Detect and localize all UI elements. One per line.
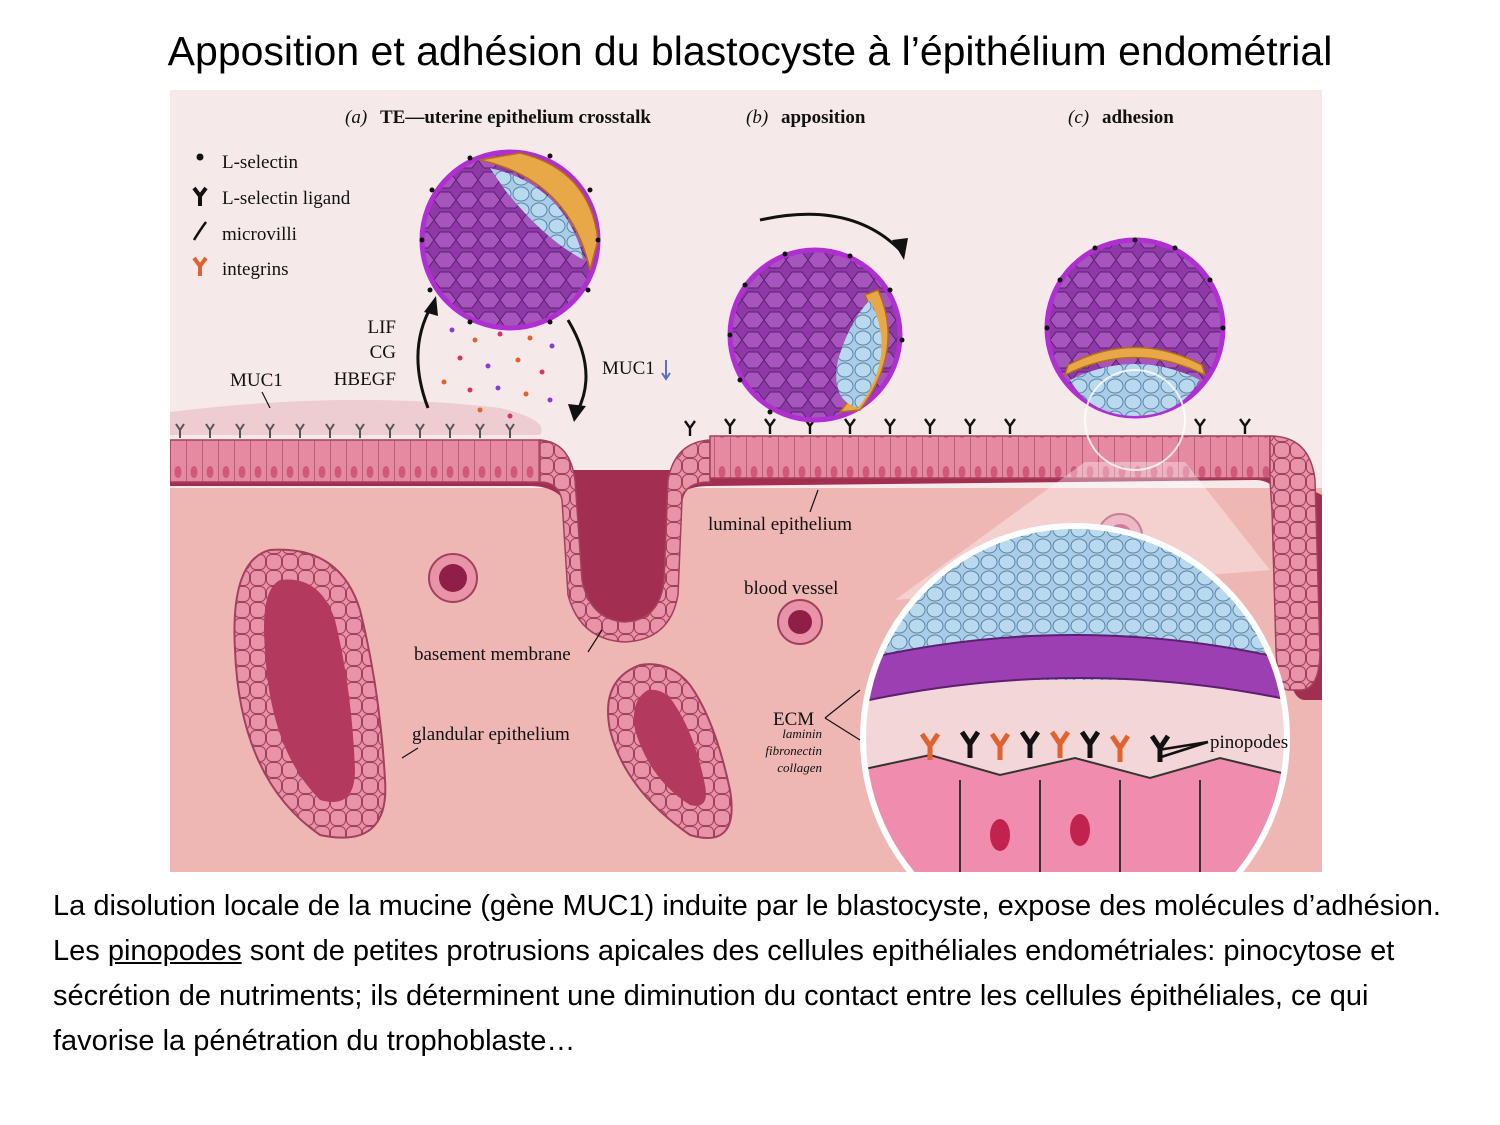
signal-arrow-down-head <box>568 404 586 422</box>
signaling-molecules <box>441 327 555 419</box>
rotation-arrow-head <box>892 238 908 260</box>
panel-c-label: adhesion <box>1102 107 1174 128</box>
fibronectin-label: fibronectin <box>765 743 822 758</box>
panel-a-letter: (a) <box>345 107 367 128</box>
legend-label-integrins: integrins <box>222 259 289 280</box>
signal-arrow-up-head <box>424 296 438 316</box>
blastocyst-c <box>1044 237 1226 471</box>
caption-p2-start: Les <box>53 935 108 967</box>
legend-dot-icon <box>196 153 204 161</box>
signal-arrow-down <box>566 319 588 411</box>
muc1-mucin-layer <box>170 399 542 435</box>
figure-illustration: (a) TE—uterine epithelium crosstalk (b) … <box>170 90 1322 872</box>
basement-membrane-leader <box>587 629 603 653</box>
caption-pinopodes-term: pinopodes <box>107 935 242 967</box>
glandular-epithelium-leader <box>401 747 419 759</box>
pinopodes-label: pinopodes <box>1210 732 1288 753</box>
muc1-left-leader <box>261 391 271 409</box>
panel-b-label: apposition <box>781 107 866 128</box>
caption-p2-end: sont de petites protrusions apicales des… <box>53 935 1395 1057</box>
signal-arrow-up <box>416 304 434 409</box>
blood-vessel-label: blood vessel <box>744 578 838 599</box>
rotation-arrow <box>759 212 902 252</box>
blood-vessel-2 <box>777 599 823 645</box>
panel-b-letter: (b) <box>746 107 768 128</box>
signal-label-cg: CG <box>370 342 397 363</box>
uterine-crypt <box>539 439 711 643</box>
caption-paragraph-1: La disolution locale de la mucine (gène … <box>53 890 1441 922</box>
gland-left <box>233 548 387 839</box>
luminal-epithelium-left <box>170 439 541 483</box>
glandular-epithelium-label: glandular epithelium <box>412 724 570 745</box>
legend-label-l-selectin: L-selectin <box>222 152 298 173</box>
surface-ligands <box>175 423 515 438</box>
signal-label-lif: LIF <box>368 317 397 338</box>
luminal-epithelium-label: luminal epithelium <box>708 514 852 535</box>
laminin-label: laminin <box>782 726 822 741</box>
muc1-label-right: MUC1 <box>602 358 655 379</box>
signal-label-hbegf: HBEGF <box>334 369 396 390</box>
ecm-label: ECM <box>773 709 814 730</box>
legend-label-microvilli: microvilli <box>222 224 297 245</box>
magnified-inset-border <box>860 523 1290 872</box>
caption-paragraph-2: Les pinopodes sont de petites protrusion… <box>53 929 1473 1064</box>
panel-a-label: TE—uterine epithelium crosstalk <box>380 107 651 128</box>
legend-label-ligand: L-selectin ligand <box>222 188 351 209</box>
gland-middle <box>607 663 733 839</box>
blastocyst-a <box>419 149 601 331</box>
caption: La disolution locale de la mucine (gène … <box>53 884 1473 1064</box>
legend-curve-icon <box>192 221 208 241</box>
blastocyst-b <box>727 247 905 423</box>
ecm-leader <box>824 689 861 741</box>
panel-c-letter: (c) <box>1068 107 1089 128</box>
muc1-label-left: MUC1 <box>230 370 283 391</box>
legend-integrin-icon <box>192 256 208 276</box>
right-crypt-wall <box>1269 435 1321 691</box>
pinopodes-leader <box>1157 740 1209 760</box>
luminal-epithelium-leader <box>809 489 819 513</box>
luminal-epithelium-right <box>709 435 1271 479</box>
basement-membrane-label: basement membrane <box>414 644 571 665</box>
legend: L-selectin L-selectin ligand microvilli … <box>192 152 351 280</box>
legend-y-icon <box>192 186 208 206</box>
blood-vessel-1 <box>428 553 478 603</box>
slide-title: Apposition et adhésion du blastocyste à … <box>167 28 1333 74</box>
muc1-down-arrow-icon <box>661 360 671 381</box>
magnified-inset <box>863 526 1287 872</box>
collagen-label: collagen <box>777 760 822 775</box>
